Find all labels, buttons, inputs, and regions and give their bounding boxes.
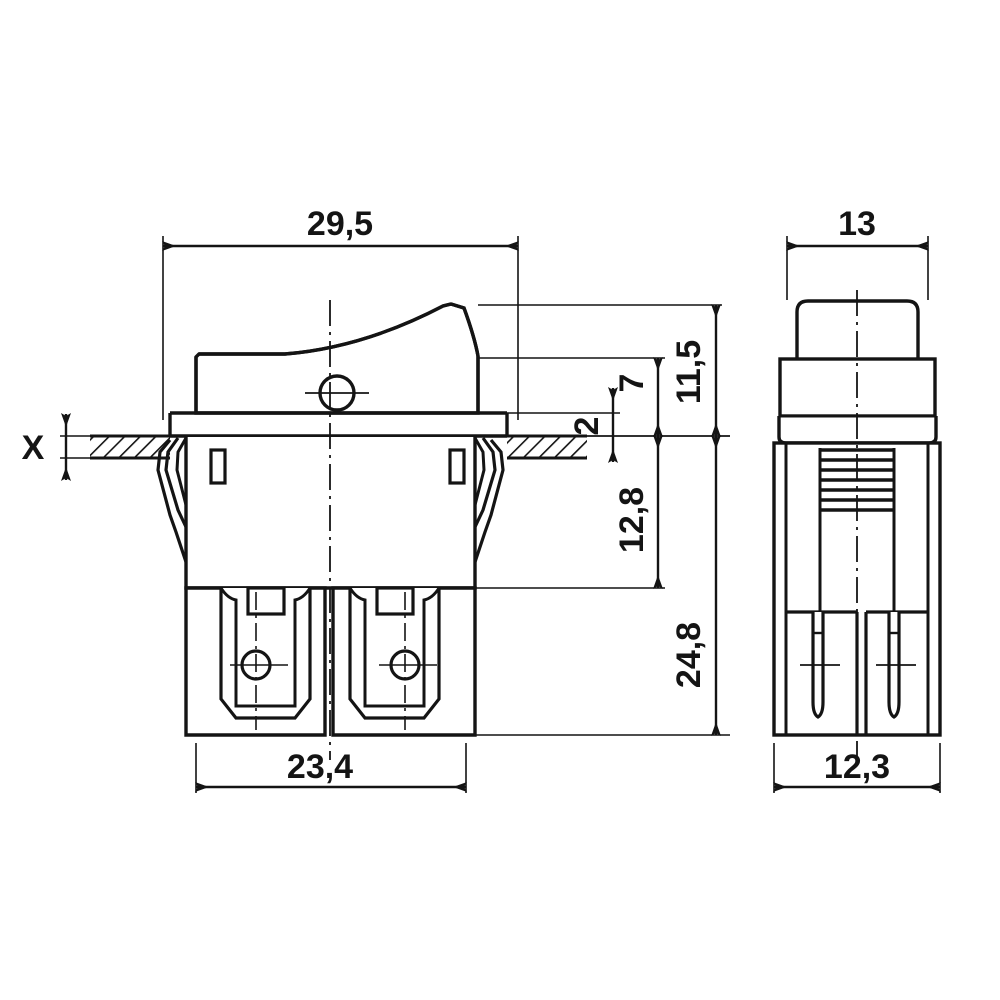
- side-view: [772, 236, 942, 760]
- side-terminal-left: [800, 612, 840, 719]
- dim-label-width-overall: 29,5: [307, 205, 373, 243]
- snap-latch-right: [473, 437, 505, 563]
- dim-depth-overall: 13: [786, 205, 929, 251]
- panel-section-right: [507, 434, 587, 460]
- side-inner-walls: [818, 448, 896, 612]
- dim-label-height-rocker: 11,5: [670, 340, 708, 404]
- dim-body-depth: 12,8: [613, 435, 663, 589]
- front-view: [60, 236, 730, 760]
- pivot-hole: [305, 374, 369, 412]
- dim-depth-cutout: 12,3: [773, 743, 941, 793]
- dim-label-panel-thickness: X: [22, 429, 45, 467]
- body-slot-left: [209, 448, 227, 485]
- dim-width-overall: 29,5: [162, 205, 519, 251]
- dim-label-depth-overall: 13: [838, 205, 876, 243]
- dim-label-height-bezel: 7: [613, 374, 651, 393]
- extension-lines-width-overall: [162, 236, 519, 420]
- dim-label-body-depth: 12,8: [613, 487, 651, 553]
- dim-width-cutout: 23,4: [195, 743, 467, 793]
- dim-label-width-cutout: 23,4: [287, 748, 353, 786]
- dim-bezel-flange: 2: [568, 387, 618, 463]
- dim-total-depth: 24,8: [670, 435, 721, 736]
- dim-panel-thickness: X: [22, 413, 71, 481]
- snap-latch-left: [156, 437, 188, 563]
- rocker-actuator: [194, 302, 480, 415]
- dim-height-rocker: 11,5: [670, 304, 721, 437]
- terminal-left: [219, 586, 312, 720]
- body-slot-right: [448, 448, 466, 485]
- dim-height-bezel: 7: [613, 357, 663, 437]
- dim-label-depth-cutout: 12,3: [824, 748, 890, 786]
- dim-extension-lines-vertical: [475, 304, 730, 736]
- dim-label-bezel-flange: 2: [568, 417, 606, 436]
- dim-label-total-depth: 24,8: [670, 622, 708, 688]
- terminal-right: [348, 586, 441, 720]
- panel-section-left: [90, 434, 170, 460]
- side-terminal-right: [876, 612, 916, 719]
